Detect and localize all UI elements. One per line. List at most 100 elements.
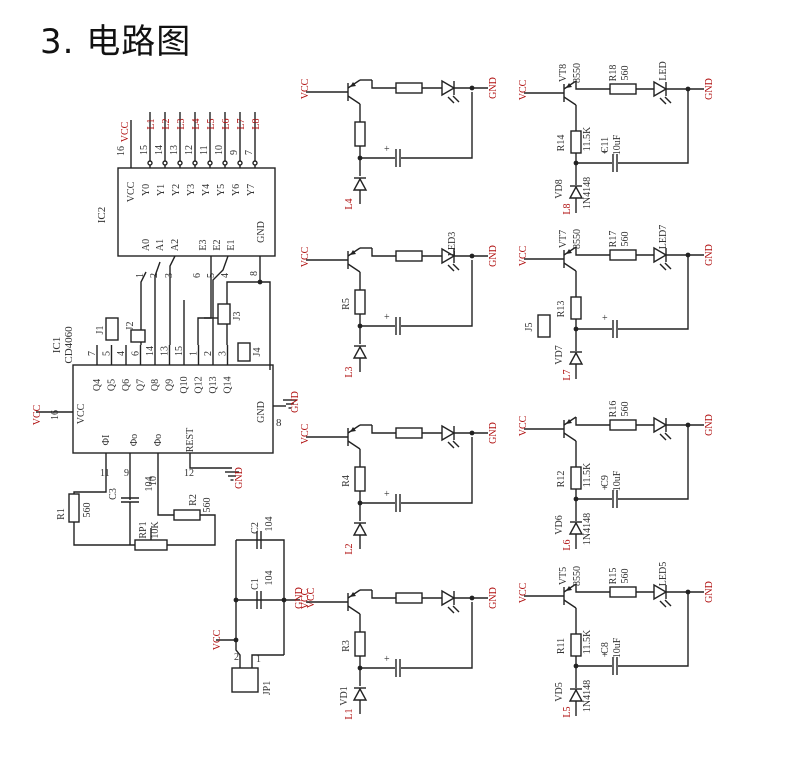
net-label: L3 bbox=[176, 118, 187, 129]
series-resistor bbox=[609, 419, 637, 431]
diode-body bbox=[352, 522, 368, 536]
polarity-plus: + bbox=[384, 144, 390, 155]
diode-icon bbox=[352, 177, 368, 191]
ic1-reset-lead bbox=[189, 453, 232, 469]
diode-body bbox=[568, 351, 584, 365]
vcc-label: VCC bbox=[518, 415, 529, 436]
emitter-wire bbox=[575, 584, 610, 593]
diode-body bbox=[352, 177, 368, 191]
jumper-label: J4 bbox=[252, 348, 263, 357]
transistor-icon bbox=[347, 424, 361, 450]
pin-number: 11 bbox=[199, 145, 210, 155]
polarity-plus: + bbox=[384, 312, 390, 323]
pin-number: 14 bbox=[154, 145, 165, 155]
vcc-label: VCC bbox=[300, 78, 311, 99]
diode-icon bbox=[568, 521, 584, 535]
resistor-r1 bbox=[68, 493, 80, 523]
component-label: C11 bbox=[600, 137, 611, 153]
vcc-label: VCC bbox=[518, 79, 529, 100]
led-icon bbox=[441, 424, 460, 449]
component-value: 11.5K bbox=[582, 629, 593, 654]
series-resistor bbox=[609, 83, 637, 95]
gnd-label: GND bbox=[294, 587, 305, 609]
net-label: L6 bbox=[221, 118, 232, 129]
filter-capacitor bbox=[612, 320, 618, 338]
net-label: L4 bbox=[344, 198, 355, 209]
address-line bbox=[169, 255, 176, 345]
jumper-label: J3 bbox=[232, 312, 243, 321]
component-label: VD5 bbox=[554, 682, 565, 701]
ic1-output-name: Q4 bbox=[92, 379, 103, 391]
junction-dot bbox=[233, 637, 239, 643]
net-label: L5 bbox=[206, 118, 217, 129]
pin-number: 10 bbox=[214, 145, 225, 155]
transistor-icon bbox=[347, 79, 361, 105]
ic2-body bbox=[117, 167, 276, 257]
ic1-body bbox=[72, 364, 274, 454]
pin-number: 9 bbox=[229, 150, 240, 155]
ic2-input-name: E1 bbox=[226, 239, 237, 250]
led-body bbox=[441, 424, 456, 442]
pin-marker bbox=[147, 160, 153, 166]
component-value: 560 bbox=[620, 232, 631, 247]
transistor-arrow bbox=[566, 249, 572, 254]
supply-wire bbox=[236, 539, 285, 655]
component-value: 560 bbox=[82, 503, 93, 518]
pin-number: 2 bbox=[203, 351, 214, 356]
component-label: R11 bbox=[556, 638, 567, 654]
component-value: 8550 bbox=[572, 63, 583, 83]
pin-number: 4 bbox=[116, 351, 127, 356]
transistor-icon bbox=[347, 589, 361, 615]
net-label: L2 bbox=[344, 543, 355, 554]
jumper-j4 bbox=[237, 342, 251, 362]
transistor-collector bbox=[347, 605, 361, 615]
polarity-plus: + bbox=[384, 654, 390, 665]
diode-body bbox=[568, 185, 584, 199]
pin-number: 15 bbox=[139, 145, 150, 155]
light-arrow bbox=[659, 433, 667, 441]
ic1-bottom-pin-name: ΦI bbox=[101, 435, 112, 446]
diode-icon bbox=[352, 345, 368, 359]
ic1-bottom-pin-name: Φo bbox=[129, 434, 140, 446]
collector-resistor bbox=[570, 466, 582, 490]
transistor-arrow bbox=[566, 83, 572, 88]
collector-resistor bbox=[570, 296, 582, 320]
filter-capacitor bbox=[395, 659, 401, 677]
component-label: C1 bbox=[250, 578, 261, 590]
pin-marker bbox=[162, 160, 168, 166]
ic2-input-name: A1 bbox=[155, 239, 166, 251]
pin-marker bbox=[207, 160, 213, 166]
net-label: L3 bbox=[344, 366, 355, 377]
pin-number: 3 bbox=[218, 351, 229, 356]
component-label: R14 bbox=[556, 135, 567, 152]
connector-jp1 bbox=[231, 667, 259, 693]
net-label: L1 bbox=[344, 708, 355, 719]
net-label: L8 bbox=[251, 118, 262, 129]
polarity-plus: + bbox=[384, 489, 390, 500]
component-label: C8 bbox=[600, 642, 611, 654]
diode-body bbox=[568, 521, 584, 535]
collector-resistor bbox=[354, 631, 366, 657]
light-arrow bbox=[659, 263, 667, 271]
led-icon bbox=[441, 589, 460, 614]
led-icon bbox=[441, 79, 460, 104]
diode-icon bbox=[568, 185, 584, 199]
component-value: 10uF bbox=[612, 134, 623, 155]
capacitor-c1 bbox=[256, 591, 262, 609]
led-icon bbox=[441, 247, 460, 272]
gnd-label: GND bbox=[704, 414, 715, 436]
led-body bbox=[441, 79, 456, 97]
jumper-j2 bbox=[130, 329, 146, 343]
filter-capacitor bbox=[395, 149, 401, 167]
led-body bbox=[653, 416, 668, 434]
pin-number: 4 bbox=[220, 273, 231, 278]
net-label: L2 bbox=[161, 118, 172, 129]
component-value: 10K bbox=[150, 521, 161, 539]
supply-wire bbox=[251, 654, 284, 668]
light-arrow bbox=[664, 262, 672, 270]
junction-dot bbox=[281, 597, 287, 603]
light-arrow bbox=[452, 440, 460, 448]
gnd-label: GND bbox=[488, 422, 499, 444]
pin-number: 16 bbox=[116, 146, 127, 156]
